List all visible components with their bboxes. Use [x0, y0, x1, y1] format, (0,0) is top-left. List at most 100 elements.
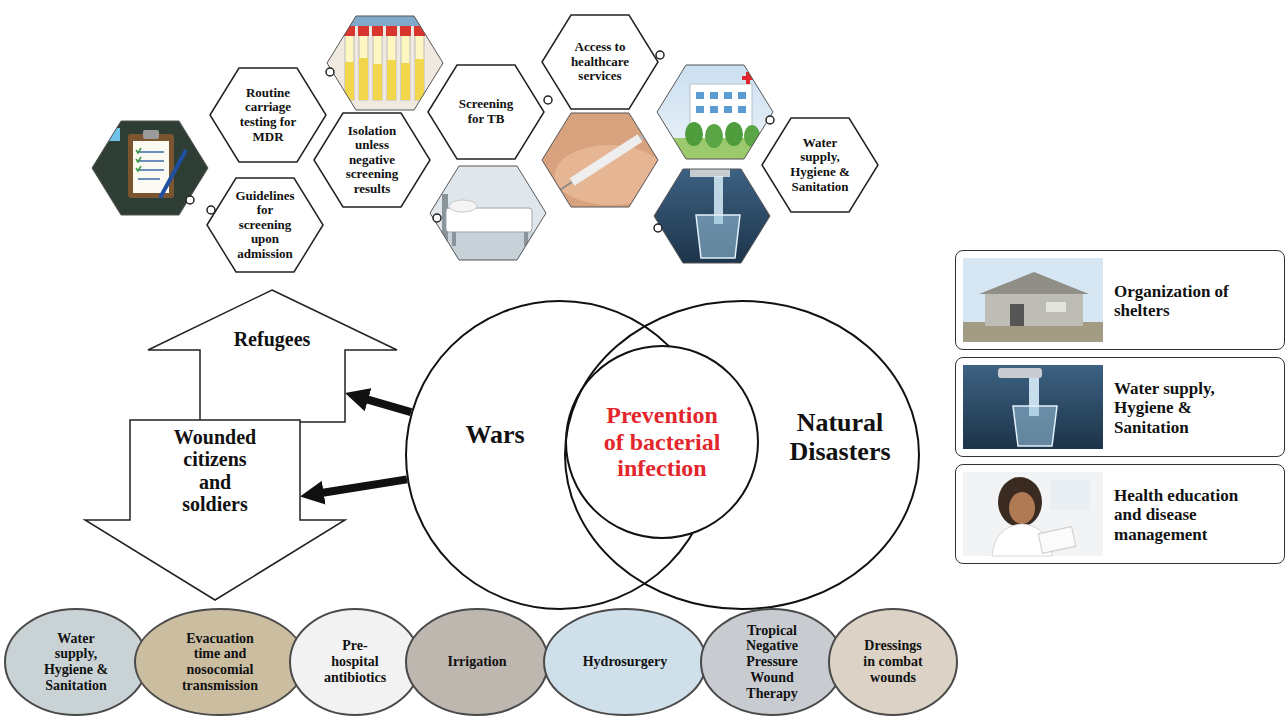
node-label: Organization of shelters — [1114, 282, 1259, 320]
node-label: Irrigation — [417, 654, 537, 670]
hexagon-frame — [327, 16, 443, 110]
measure-oval: Pre-hospital antibiotics — [289, 608, 421, 716]
honeycomb-dot — [656, 51, 664, 59]
health-education-picture — [1038, 527, 1075, 554]
measure-oval-outline — [829, 609, 957, 715]
hexagon-box-outline — [207, 178, 323, 272]
hexagon-box: Routine carriage testing for MDR — [210, 68, 326, 162]
hospital-bed-picture — [428, 164, 548, 264]
test-tubes-picture — [387, 32, 396, 100]
hexagon-box: Access to healthcare services — [542, 15, 658, 109]
test-tubes-picture — [400, 26, 411, 36]
test-tubes-picture — [345, 32, 354, 100]
test-tubes-picture — [344, 26, 425, 100]
hospital-picture — [705, 124, 723, 148]
up-arrow-shape-outline — [145, 288, 400, 425]
shelter-picture — [963, 258, 1103, 342]
measure-oval: Hydrosurgery — [543, 608, 707, 716]
node-label: Water supply, Hygiene & Sanitation — [36, 631, 116, 694]
guidelines-picture — [136, 148, 141, 171]
guidelines-picture — [133, 141, 169, 193]
up-arrow-shape: Refugees — [145, 288, 400, 425]
measure-oval: Tropical Negative Pressure Wound Therapy — [700, 608, 844, 716]
health-education-picture — [1050, 480, 1090, 510]
health-education-picture — [1009, 492, 1035, 524]
cause-circle: Natural Disasters — [564, 300, 920, 610]
hexagon-box: Isolation unless negative screening resu… — [314, 113, 430, 207]
picture-panel: Water supply, Hygiene & Sanitation — [955, 357, 1285, 457]
hospital-picture — [710, 106, 718, 113]
hospital-picture — [724, 106, 732, 113]
water-picture — [696, 215, 740, 258]
test-tubes-picture — [373, 32, 382, 100]
measure-oval: Water supply, Hygiene & Sanitation — [4, 608, 148, 716]
hexagon-box: Screening for TB — [428, 65, 544, 159]
node-label: Wars — [445, 420, 545, 449]
shelter-picture — [963, 258, 1103, 342]
test-tubes-picture — [359, 32, 368, 100]
node-label: Wounded citizens and soldiers — [168, 426, 263, 516]
measure-oval: Dressings in combat wounds — [828, 608, 958, 716]
node-label: Isolation unless negative screening resu… — [336, 124, 408, 197]
test-tubes-picture — [325, 14, 445, 114]
guidelines-picture — [143, 130, 159, 139]
guidelines-picture — [90, 118, 210, 218]
water-picture — [652, 167, 772, 267]
node-label: Hydrosurgery — [555, 654, 695, 670]
node-label: Access to healthcare services — [564, 40, 636, 84]
test-tubes-picture — [325, 14, 445, 114]
shelter-picture — [1046, 302, 1066, 312]
hexagon-box: Water supply, Hygiene & Sanitation — [762, 118, 878, 212]
guidelines-picture — [138, 152, 164, 179]
honeycomb-dot — [326, 68, 334, 76]
test-tubes-picture — [386, 26, 397, 36]
guidelines-picture — [90, 118, 210, 218]
hospital-picture — [725, 122, 743, 146]
connector-arrow — [357, 396, 412, 412]
test-tubes-picture — [372, 26, 383, 36]
hospital-picture — [744, 125, 760, 147]
hexagon-frame — [430, 166, 546, 260]
hospital-picture — [685, 122, 703, 146]
test-tubes-picture — [387, 60, 396, 100]
node-label: Water supply, Hygiene & Sanitation — [784, 136, 856, 194]
honeycomb-dot — [433, 214, 441, 222]
node-label: Tropical Negative Pressure Wound Therapy — [737, 623, 807, 701]
hexagon-box-outline — [542, 15, 658, 109]
hexagon-frame — [542, 113, 658, 207]
honeycomb-dot — [654, 224, 662, 232]
test-tubes-picture — [415, 59, 424, 100]
measure-oval-outline — [135, 609, 305, 715]
hospital-picture — [738, 106, 746, 113]
water-tap-picture — [998, 368, 1042, 378]
health-education-picture — [963, 472, 1103, 556]
center-circle-outline — [566, 346, 758, 538]
measure-oval: Evacuation time and nosocomial transmiss… — [134, 608, 306, 716]
honeycomb-dot — [766, 116, 774, 124]
hexagon-box-outline — [314, 113, 430, 207]
hexagon-box-outline — [428, 65, 544, 159]
connector-arrow — [312, 479, 407, 494]
water-tap-picture — [1013, 406, 1057, 446]
node-label: Dressings in combat wounds — [860, 638, 926, 685]
hospital-picture — [655, 63, 775, 163]
syringe-picture — [540, 111, 665, 211]
down-arrow-shape-outline — [85, 420, 345, 600]
node-label: Refugees — [212, 328, 332, 350]
test-tubes-picture — [359, 58, 368, 100]
guidelines-picture — [160, 150, 186, 198]
hospital-picture — [696, 92, 704, 99]
picture-panel: Health education and disease management — [955, 464, 1285, 564]
node-label: Water supply, Hygiene & Sanitation — [1114, 379, 1259, 436]
water-tap-picture — [963, 365, 1103, 449]
shelter-picture — [979, 272, 1089, 294]
test-tubes-picture — [373, 64, 382, 100]
hexagon-frame — [92, 121, 208, 215]
hexagon-box-outline — [762, 118, 878, 212]
hexagon-box-outline — [210, 68, 326, 162]
measure-oval-outline — [290, 609, 420, 715]
water-picture — [652, 167, 772, 267]
hospital-bed-picture — [452, 232, 456, 246]
honeycomb-dot — [544, 96, 552, 104]
